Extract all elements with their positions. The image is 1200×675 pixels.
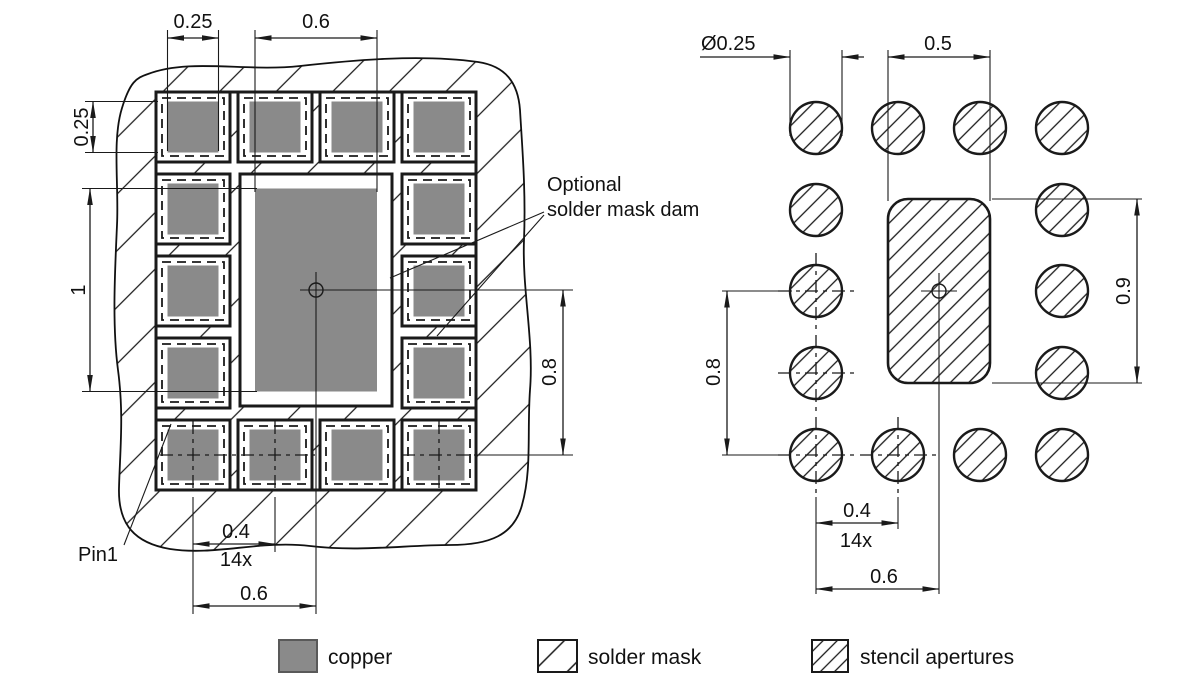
copper-pad	[236, 90, 314, 164]
dimension-pin-to-center: 0.6	[192, 583, 317, 609]
copper-pad	[318, 418, 396, 492]
dimension-pin-pitch: 0.4 14x	[192, 497, 276, 614]
dim-label: 0.6	[870, 566, 898, 588]
stencil-aperture	[788, 100, 844, 156]
dim-label: 0.8	[703, 358, 725, 386]
center-line-mark	[859, 416, 937, 494]
dimension-aperture-to-center: 0.6	[815, 566, 940, 592]
copper-pad	[318, 90, 396, 164]
legend-label: copper	[328, 646, 392, 669]
dim-label: 0.8	[539, 358, 561, 386]
dim-label: Ø0.25	[701, 33, 755, 55]
dimension-center-pad-width: 0.6	[254, 11, 378, 192]
copper-pad	[400, 172, 478, 246]
legend-item-copper: copper	[278, 639, 392, 673]
dimension-aperture-pitch: 0.4 14x	[815, 497, 899, 594]
legend-item-solder-mask: solder mask	[537, 639, 702, 673]
dimension-row-span: 0.8	[703, 290, 792, 456]
copper-pad	[400, 336, 478, 410]
dim-label: 0.4	[843, 500, 871, 522]
center-line-mark	[777, 334, 855, 412]
left-land-pattern-view: 0.25 0.6 0.25 1 0.8	[68, 11, 699, 614]
stencil-aperture	[952, 427, 1008, 483]
copper-pad	[400, 90, 478, 164]
center-line-mark	[777, 416, 855, 494]
dim-label: 0.25	[174, 11, 213, 33]
dim-label: 0.5	[924, 33, 952, 55]
dimension-aperture-diameter: Ø0.25	[700, 33, 864, 136]
stencil-aperture	[1034, 182, 1090, 238]
legend-label: solder mask	[588, 646, 702, 669]
dim-label: 1	[68, 284, 90, 295]
dim-label: 0.6	[240, 583, 268, 605]
stencil-aperture	[1034, 427, 1090, 483]
note-line1: Optional	[547, 174, 622, 196]
stencil-aperture	[1034, 345, 1090, 401]
dimension-pad-width: 0.25	[166, 11, 220, 151]
note-line2: solder mask dam	[547, 199, 699, 221]
stencil-aperture	[1034, 263, 1090, 319]
stencil-aperture	[788, 182, 844, 238]
dimension-center-aperture-width: 0.5	[887, 33, 991, 201]
center-mark	[921, 273, 957, 594]
stencil-aperture	[870, 100, 926, 156]
dim-label: 0.9	[1113, 277, 1135, 305]
stencil-aperture	[952, 100, 1008, 156]
right-stencil-view: Ø0.25 0.5 0.9 0.8 0.4	[700, 33, 1142, 594]
copper-pad	[154, 172, 232, 246]
dimension-center-pad-height: 1	[68, 187, 257, 393]
pin1-label: Pin1	[78, 544, 118, 566]
copper-pad	[154, 336, 232, 410]
dimension-center-to-pin-row: 0.8	[539, 289, 566, 456]
pin1-callout: Pin1	[78, 423, 172, 566]
dim-count-label: 14x	[840, 530, 872, 552]
legend-item-stencil-apertures: stencil apertures	[811, 639, 1014, 673]
solder-mask-swatch	[537, 639, 578, 673]
dim-label: 0.6	[302, 11, 330, 33]
dim-label: 0.25	[71, 108, 93, 147]
dimension-center-aperture-height: 0.9	[992, 198, 1142, 384]
legend: copper solder mask stencil apertures	[278, 639, 1014, 673]
copper-pad	[400, 254, 478, 328]
legend-label: stencil apertures	[860, 646, 1014, 669]
dim-label: 0.4	[222, 521, 250, 543]
copper-swatch	[278, 639, 318, 673]
dim-count-label: 14x	[220, 549, 252, 571]
copper-pad	[154, 254, 232, 328]
stencil-apertures-swatch	[811, 639, 849, 673]
solder-mask-dam-note: Optional solder mask dam	[389, 174, 699, 337]
stencil-aperture	[1034, 100, 1090, 156]
dimension-pad-height: 0.25	[71, 100, 158, 154]
center-mark	[300, 272, 573, 614]
